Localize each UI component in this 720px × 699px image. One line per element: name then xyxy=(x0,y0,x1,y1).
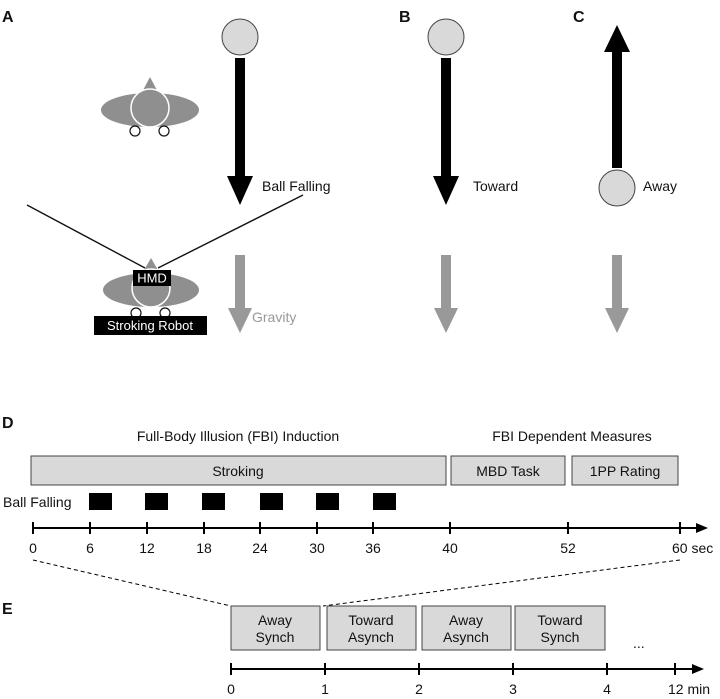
tick-d-1: 6 xyxy=(86,540,94,556)
block-4-line2: Synch xyxy=(541,629,580,645)
gravity-arrow-b-shaft xyxy=(441,255,451,310)
block-1 xyxy=(230,605,321,651)
ball-fall-event-2 xyxy=(145,493,168,510)
tick-d-end: 60 sec xyxy=(672,540,713,556)
tick-d-4: 24 xyxy=(252,540,268,556)
stroking-robot-label: Stroking Robot xyxy=(107,318,193,333)
gravity-arrow-c-shaft xyxy=(612,255,622,310)
block-3 xyxy=(421,605,512,651)
hmd-label: HMD xyxy=(137,271,167,286)
ball-a xyxy=(221,18,259,56)
away-label: Away xyxy=(643,178,677,194)
gravity-arrow-b-head xyxy=(434,308,458,333)
gravity-arrow-a-head xyxy=(228,308,252,333)
tick-d-7: 40 xyxy=(442,540,458,556)
tick-e-2: 2 xyxy=(415,681,423,697)
induction-header: Full-Body Illusion (FBI) Induction xyxy=(137,428,339,444)
ball-c xyxy=(598,169,636,207)
timeline-e-arrow-icon xyxy=(692,664,704,674)
panel-label-b: B xyxy=(399,9,411,26)
gravity-label: Gravity xyxy=(252,309,296,325)
ellipsis: ... xyxy=(633,635,645,651)
block-3-line1: Away xyxy=(449,612,483,628)
gravity-arrow-a-shaft xyxy=(235,255,245,310)
tick-d-8: 52 xyxy=(560,540,576,556)
away-arrow-shaft xyxy=(612,50,622,168)
block-4 xyxy=(514,605,606,651)
panel-label-e: E xyxy=(2,601,13,618)
timeline-d-ticks xyxy=(32,522,681,534)
tick-d-5: 30 xyxy=(309,540,325,556)
block-2 xyxy=(326,605,417,651)
tick-d-6: 36 xyxy=(365,540,381,556)
tick-d-3: 18 xyxy=(196,540,212,556)
toward-label: Toward xyxy=(473,178,518,194)
timeline-e-ticks xyxy=(230,663,676,675)
pp-rating-label: 1PP Rating xyxy=(590,463,661,479)
block-1-line2: Synch xyxy=(256,629,295,645)
block-4-line1: Toward xyxy=(537,612,582,628)
gravity-arrow-c-head xyxy=(605,308,629,333)
away-arrow-head xyxy=(604,25,630,52)
pp-rating-box xyxy=(571,455,679,486)
block-2-line1: Toward xyxy=(348,612,393,628)
ball-falling-arrow-head xyxy=(227,176,253,205)
stroking-box xyxy=(30,455,447,486)
tick-e-3: 3 xyxy=(509,681,517,697)
stroking-robot-box xyxy=(94,316,207,335)
ball-fall-event-4 xyxy=(260,493,283,510)
tick-e-1: 1 xyxy=(321,681,329,697)
timeline-d-arrow-icon xyxy=(696,523,708,533)
ball-fall-event-5 xyxy=(316,493,339,510)
mbd-task-box xyxy=(450,455,566,486)
view-line-right xyxy=(157,194,304,269)
toward-arrow-shaft xyxy=(441,58,451,178)
hand-right-icon xyxy=(158,125,170,137)
ball-falling-row-label: Ball Falling xyxy=(3,494,71,510)
participant-top-view xyxy=(101,77,199,137)
zoom-line-right xyxy=(322,559,681,607)
panel-label-c: C xyxy=(573,9,585,26)
tick-e-0: 0 xyxy=(227,681,235,697)
participant-bottom-view xyxy=(103,258,199,319)
ball-falling-arrow-shaft xyxy=(235,58,245,178)
mbd-task-label: MBD Task xyxy=(476,463,541,479)
panel-label-a: A xyxy=(2,9,14,26)
block-3-line2: Asynch xyxy=(443,629,489,645)
hmd-box xyxy=(133,270,171,286)
ball-fall-event-6 xyxy=(373,493,396,510)
toward-arrow-head xyxy=(433,176,459,205)
panel-label-d: D xyxy=(2,415,14,432)
view-line-left xyxy=(26,204,146,269)
block-1-line1: Away xyxy=(258,612,292,628)
zoom-line-left xyxy=(32,559,232,607)
block-2-line2: Asynch xyxy=(348,629,394,645)
ball-b xyxy=(427,18,465,56)
ball-falling-label: Ball Falling xyxy=(262,178,330,194)
tick-d-2: 12 xyxy=(139,540,155,556)
tick-d-0: 0 xyxy=(29,540,37,556)
stroking-label: Stroking xyxy=(212,463,263,479)
hand-left-icon xyxy=(129,125,141,137)
tick-e-end: 12 min xyxy=(668,681,710,697)
ball-fall-event-1 xyxy=(89,493,112,510)
measures-header: FBI Dependent Measures xyxy=(492,428,652,444)
tick-e-4: 4 xyxy=(603,681,611,697)
ball-fall-event-3 xyxy=(202,493,225,510)
